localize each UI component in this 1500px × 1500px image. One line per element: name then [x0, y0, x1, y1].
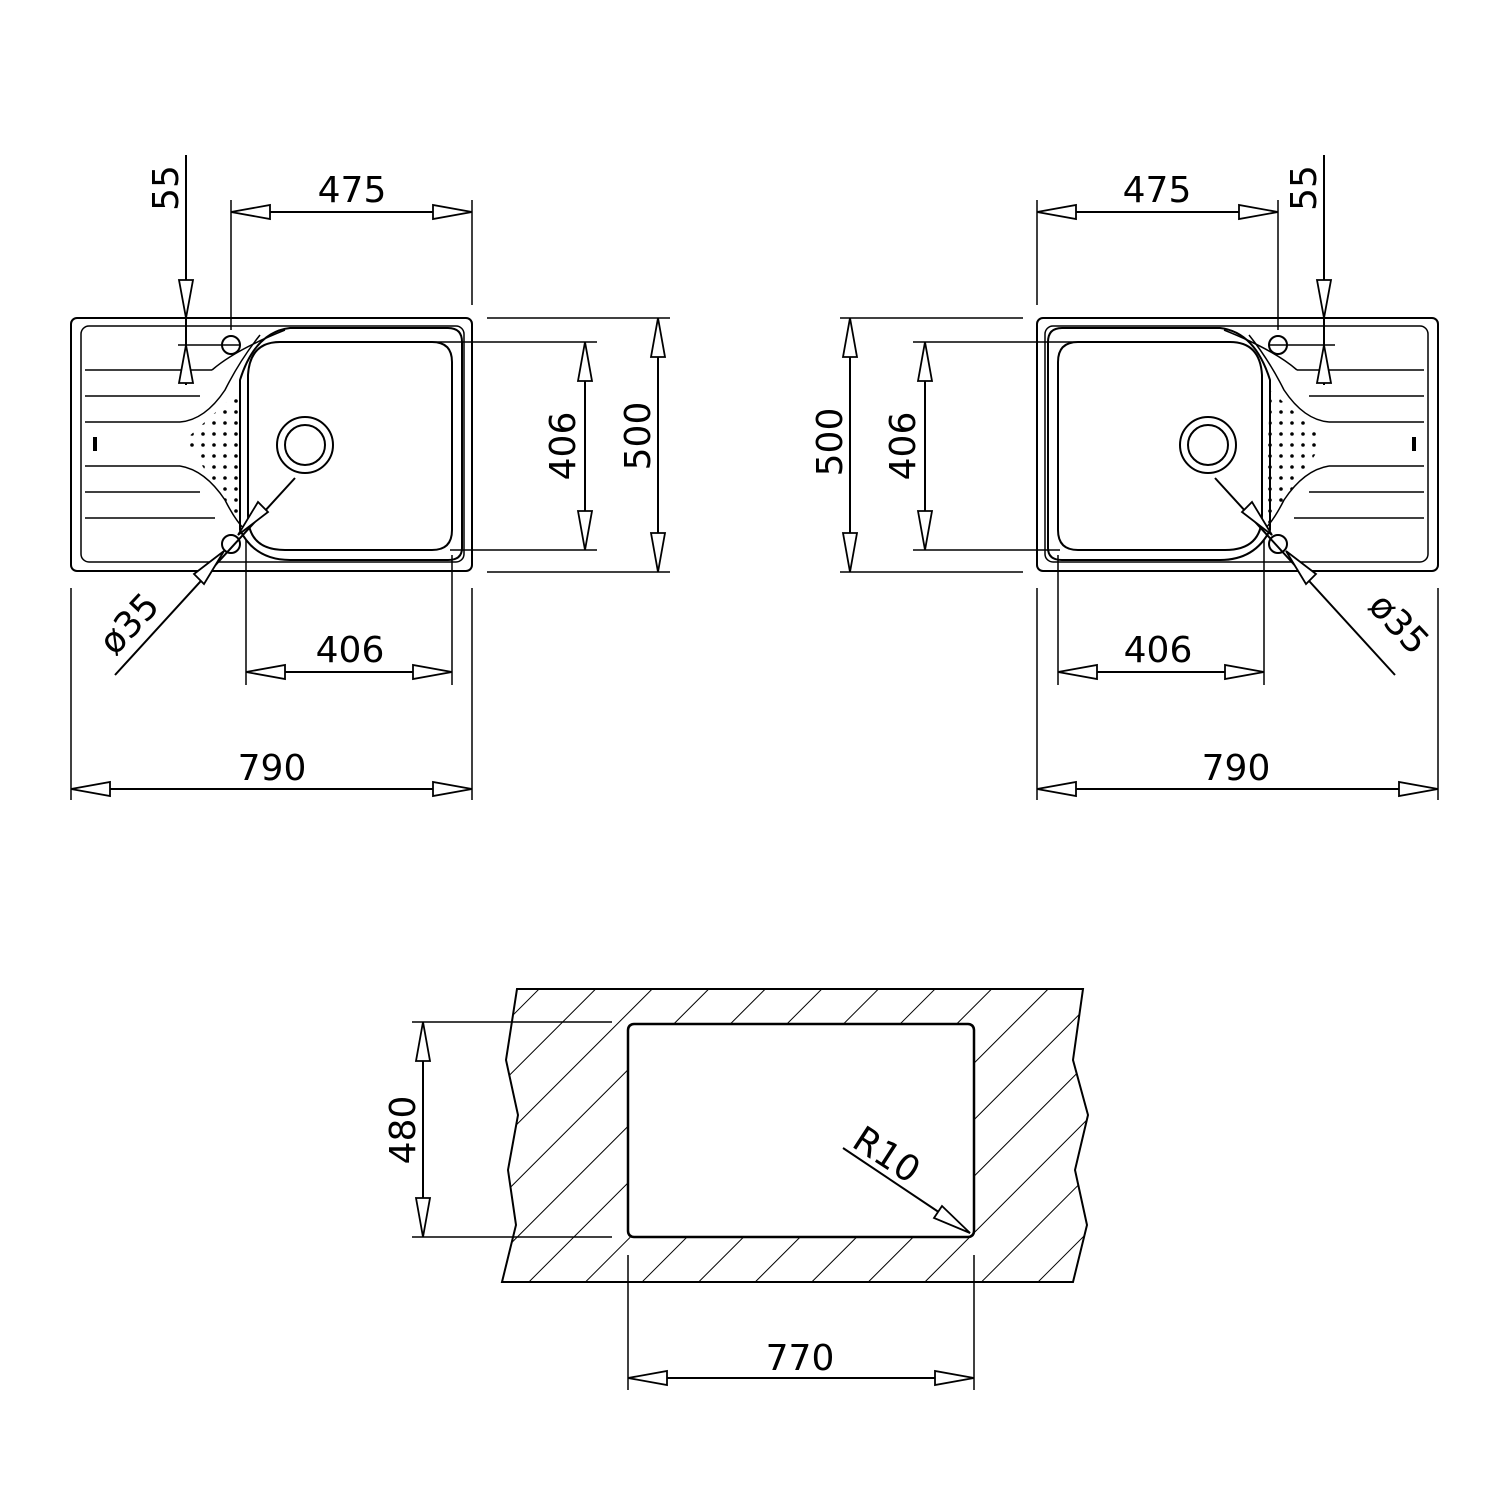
left-dim-790-label: 790 [238, 748, 307, 789]
left-dim-406-horizontal: 406 [245, 540, 453, 685]
left-dim-drain-diameter-label: ø35 [91, 585, 167, 663]
right-dim-790: 790 [1036, 588, 1439, 800]
right-sink-drainer-dots [1265, 390, 1325, 530]
left-dim-500: 500 [487, 317, 670, 573]
left-sink-bowl-inner [247, 341, 453, 551]
right-dim-55-label: 55 [1284, 165, 1325, 211]
right-dim-406-horizontal-label: 406 [1124, 630, 1193, 671]
right-sink-inner-rim [1044, 325, 1429, 563]
right-dim-475: 475 [1036, 170, 1279, 330]
left-dim-drain-diameter: ø35 [91, 477, 296, 676]
left-dim-406-vertical-label: 406 [543, 412, 584, 481]
cutout-dim-770: 770 [627, 1255, 975, 1390]
left-dim-406-vertical: 406 [370, 341, 597, 551]
left-dim-55-label: 55 [146, 165, 187, 211]
left-sink-bowl-outer [239, 327, 463, 561]
left-sink-outer-rim [70, 317, 473, 572]
left-dim-790: 790 [70, 588, 473, 800]
left-sink-drain-outer [276, 416, 334, 474]
right-dim-790-label: 790 [1202, 748, 1271, 789]
right-sink-drainer-grooves [1223, 329, 1424, 531]
right-dim-500-label: 500 [810, 408, 851, 477]
cutout-hole [626, 1022, 976, 1239]
left-dim-406-horizontal-label: 406 [316, 630, 385, 671]
right-dim-55: 55 [1270, 155, 1335, 385]
right-dim-drain-diameter-label: ø35 [1360, 585, 1436, 663]
left-sink-drain-inner [284, 424, 326, 466]
left-dim-500-label: 500 [618, 402, 659, 471]
right-dim-406-horizontal: 406 [1057, 540, 1265, 685]
right-dim-406-vertical: 406 [883, 341, 1140, 551]
cutout-dim-480-label: 480 [383, 1096, 424, 1165]
right-dim-475-label: 475 [1123, 170, 1192, 211]
right-sink-outer-rim [1036, 317, 1439, 572]
right-sink: 475 55 406 500 [810, 155, 1439, 800]
left-dim-475-label: 475 [318, 170, 387, 211]
left-dim-475: 475 [230, 170, 473, 330]
cutout-template: 480 770 R10 [383, 988, 1090, 1390]
right-dim-406-vertical-label: 406 [883, 412, 924, 481]
cutout-dim-480: 480 [383, 1021, 612, 1238]
right-dim-drain-diameter: ø35 [1214, 477, 1437, 676]
cutout-dim-770-label: 770 [766, 1338, 835, 1379]
right-sink-overflow-hole [1268, 534, 1288, 554]
left-sink: 475 55 406 500 [70, 155, 670, 800]
right-sink-drain-outer [1179, 416, 1237, 474]
right-sink-bowl-outer [1047, 327, 1271, 561]
right-sink-bowl-inner [1057, 341, 1263, 551]
right-sink-drain-inner [1187, 424, 1229, 466]
left-sink-inner-rim [80, 325, 465, 563]
right-dim-500: 500 [810, 317, 1023, 573]
left-sink-overflow-hole [221, 534, 241, 554]
left-dim-55: 55 [146, 155, 240, 385]
left-sink-drainer-dots [185, 390, 245, 530]
